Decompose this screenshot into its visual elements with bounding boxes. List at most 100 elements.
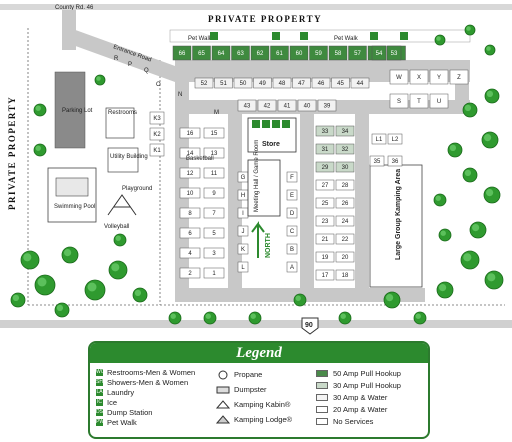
site-4: 4	[179, 247, 201, 259]
site-66: 66	[172, 45, 192, 61]
site-23-label: 23	[322, 219, 329, 225]
site-B-label: B	[290, 247, 294, 253]
site-66-label: 66	[179, 51, 186, 57]
site-J-label: J	[242, 229, 245, 235]
private-property-top: PRIVATE PROPERTY	[208, 14, 322, 24]
site-K-label: K	[241, 247, 245, 253]
site-H-label: H	[241, 193, 245, 199]
site-Q: Q	[144, 68, 149, 74]
legend-structure-row: Kamping Kabin®	[216, 397, 292, 412]
site-65-label: 65	[198, 51, 205, 57]
meeting-hall-label: Meeting Hall / Game Room	[254, 140, 260, 212]
site-16-label: 16	[187, 131, 194, 137]
legend-amenity-label: Dump Station	[107, 407, 153, 417]
site-23: 23	[315, 215, 335, 227]
site-15: 15	[203, 127, 225, 139]
site-19: 19	[315, 251, 335, 263]
site-25: 25	[315, 197, 335, 209]
site-H: H	[237, 189, 249, 201]
site-33-label: 33	[322, 129, 329, 135]
pet-walk-icon	[210, 32, 218, 40]
site-Y: Y	[429, 69, 449, 85]
site-5-label: 5	[212, 231, 216, 237]
site-2: 2	[179, 267, 201, 279]
site-58-label: 58	[335, 51, 342, 57]
site-J: J	[237, 225, 249, 237]
kabin-k2: K2	[149, 127, 165, 141]
site-42: 42	[257, 99, 277, 112]
site-32-label: 32	[342, 147, 349, 153]
utility-label: Utility Building	[110, 154, 148, 160]
site-5: 5	[203, 227, 225, 239]
lodge-36: 36	[387, 155, 403, 167]
site-45-label: 45	[337, 81, 344, 87]
site-12-label: 12	[187, 171, 194, 177]
legend-hookup-row: 30 Amp Pull Hookup	[316, 379, 401, 391]
pet-walk-label-1: Pet Walk	[188, 36, 213, 42]
site-54-label: 54	[376, 51, 383, 57]
site-6-label: 6	[188, 231, 192, 237]
pet-walk	[169, 29, 471, 43]
pet-walk-icon	[400, 32, 408, 40]
pet-walk-icon	[300, 32, 308, 40]
lodge-35: 35	[369, 155, 385, 167]
site-49: 49	[253, 77, 272, 89]
large-group-area	[369, 164, 423, 288]
site-18-label: 18	[342, 273, 349, 279]
site-T-label: T	[417, 99, 421, 105]
site-Y-label: Y	[437, 75, 441, 81]
legend-amenity-label: Restrooms-Men & Women	[107, 367, 196, 377]
site-60-label: 60	[296, 51, 303, 57]
legend-hookup-row: 20 Amp & Water	[316, 403, 401, 415]
site-F: F	[286, 171, 298, 183]
site-62-label: 62	[257, 51, 264, 57]
site-6: 6	[179, 227, 201, 239]
legend-hookup-label: 20 Amp & Water	[333, 404, 388, 414]
legend-amenity-icon: WC	[96, 368, 105, 376]
lodge-35-label: 35	[374, 159, 381, 165]
site-F-label: F	[290, 175, 294, 181]
site-43-label: 43	[244, 104, 251, 110]
legend-hookup-label: 50 Amp Pull Hookup	[333, 368, 401, 378]
site-14-label: 14	[187, 151, 194, 157]
site-9: 9	[203, 187, 225, 199]
kabin-icon	[216, 400, 230, 409]
site-59-label: 59	[315, 51, 322, 57]
legend-amenity-label: Pet Walk	[107, 417, 137, 427]
pet-walk-label-2: Pet Walk	[334, 36, 359, 42]
site-50: 50	[233, 77, 253, 89]
north-label: NORTH	[265, 233, 272, 258]
meeting-hall	[247, 159, 281, 217]
legend-structure-row: Kamping Lodge®	[216, 412, 292, 427]
county-road-label: County Rd. 46	[55, 5, 94, 11]
site-1: 1	[203, 267, 225, 279]
basketball-label: Basketball	[186, 156, 214, 162]
site-C-label: C	[290, 229, 295, 235]
legend-amenity-label: Ice	[107, 397, 118, 407]
site-I: I	[237, 207, 249, 219]
laundry-icon	[272, 120, 280, 128]
site-62: 62	[250, 45, 270, 61]
lodge-l2-label: L2	[392, 137, 399, 143]
campground-map: County Rd. 46 PRIVATE PROPERTY PRIVATE P…	[0, 4, 512, 335]
site-Z-label: Z	[457, 75, 461, 81]
site-19-label: 19	[322, 255, 329, 261]
playground-label: Playground	[122, 186, 152, 192]
site-53: 53	[386, 45, 402, 61]
legend-structure-label: Dumpster	[234, 385, 267, 394]
site-41-label: 41	[284, 104, 291, 110]
lodge-l1-label: L1	[376, 137, 383, 143]
site-16: 16	[179, 127, 201, 139]
site-27: 27	[315, 179, 335, 191]
pet-walk-icon	[370, 32, 378, 40]
site-57: 57	[348, 45, 367, 61]
north-arrow-icon	[251, 221, 265, 258]
site-D-label: D	[290, 211, 295, 217]
legend-amenity-icon: PW	[96, 418, 105, 426]
legend-amenity-icon: IC	[96, 398, 103, 406]
site-51-label: 51	[220, 81, 227, 87]
site-8: 8	[179, 207, 201, 219]
legend-hookup-row: 50 Amp Pull Hookup	[316, 367, 401, 379]
legend-structure-row: Dumpster	[216, 382, 292, 397]
